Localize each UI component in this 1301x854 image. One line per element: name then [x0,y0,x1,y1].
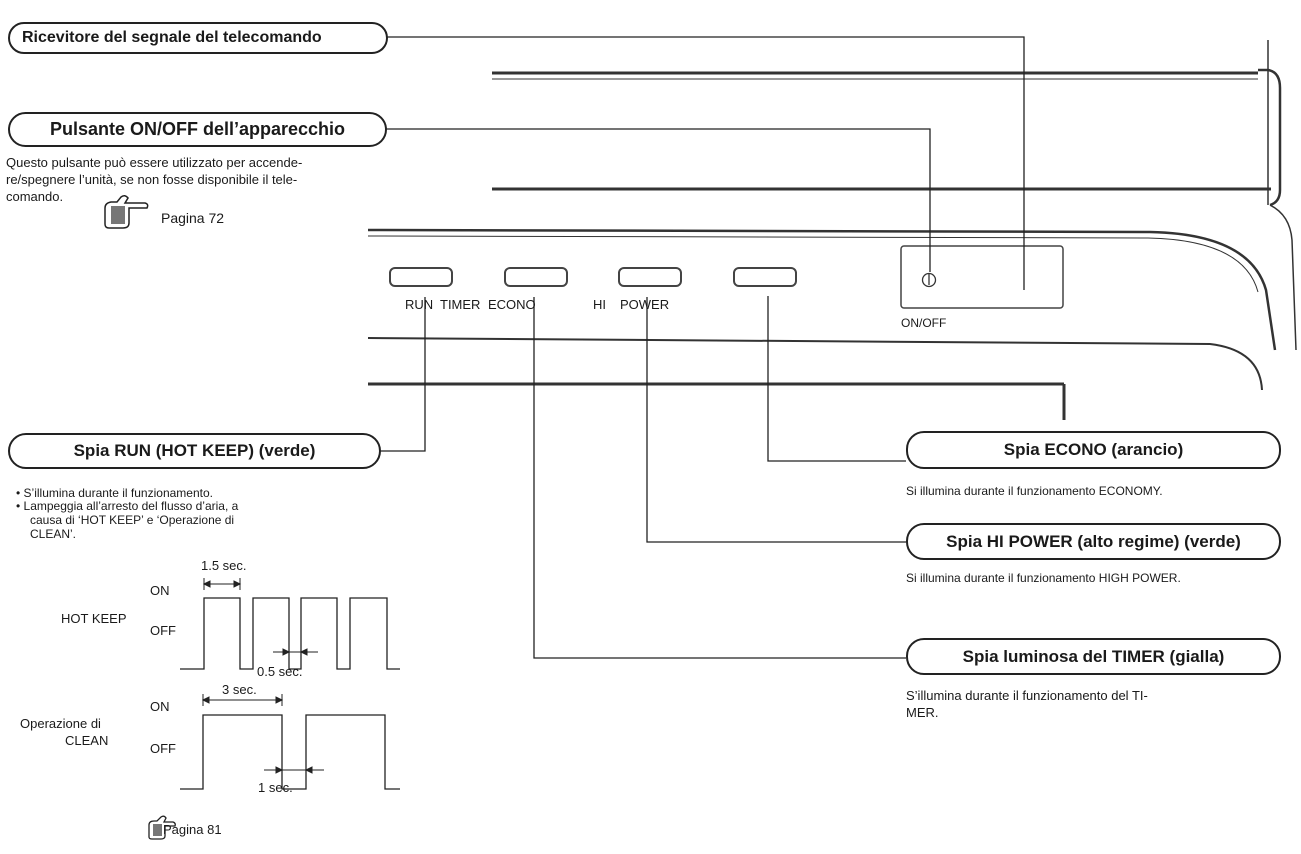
hipower-indicator [618,267,682,287]
econo-indicator [504,267,568,287]
timer-desc-line1: S’illumina durante il funzionamento del … [906,688,1148,703]
onoff-page-ref: Pagina 72 [161,210,225,226]
onoff-desc-line3: comando. [6,189,64,204]
run-timer-indicator [389,267,453,287]
onoff-desc-line1: Questo pulsante può essere utilizzato pe… [6,155,303,170]
econo-lamp-indicator [733,267,797,287]
unit-body-outline [367,40,1297,420]
leader-run [380,297,426,452]
run-desc-line2: • Lampeggia all’arresto del flusso d’ari… [16,499,239,513]
onoff-label: ON/OFF [901,316,947,330]
leader-hipower [646,297,906,543]
clean-off-period: 1 sec. [258,780,293,795]
hipower-desc: Si illumina durante il funzionamento HIG… [906,571,1181,585]
power-symbol-icon [921,272,937,288]
clean-on-period: 3 sec. [222,682,257,697]
panel-label-hi: HI [593,297,606,312]
clean-dimension [201,694,324,777]
hot-keep-name: HOT KEEP [61,611,127,626]
run-desc-line3: causa di ‘HOT KEEP’ e ‘Operazione di [30,513,235,527]
leader-receiver [387,36,1025,290]
hot-keep-off-label: OFF [150,623,176,638]
clean-name-line2: CLEAN [65,733,109,748]
clean-waveform [180,714,400,790]
onoff-desc-line2: re/spegnere l’unità, se non fosse dispon… [6,172,298,187]
panel-label-power: POWER [620,297,670,312]
pointing-hand-icon-run [148,815,176,840]
onoff-panel [900,245,1064,309]
clean-on-label: ON [150,699,170,714]
callout-receiver: Ricevitore del segnale del telecomando [8,22,388,54]
leader-timer [533,297,906,659]
panel-label-econo: ECONO [488,297,536,312]
run-page-ref: Pagina 81 [163,822,222,837]
callout-run-lamp: Spia RUN (HOT KEEP) (verde) [8,433,381,469]
callout-onoff-button: Pulsante ON/OFF dell’apparecchio [8,112,387,147]
timer-desc-line2: MER. [906,705,939,720]
panel-label-run: RUN [405,297,434,312]
clean-name-line1: Operazione di [20,716,101,731]
panel-label-timer: TIMER [440,297,481,312]
run-desc-line4: CLEAN’. [30,527,77,541]
leader-lines [380,36,1025,659]
econo-desc: Si illumina durante il funzionamento ECO… [906,484,1163,498]
leader-onoff [386,128,931,272]
hot-keep-off-period: 0.5 sec. [257,664,303,679]
hot-keep-on-label: ON [150,583,170,598]
hot-keep-waveform [180,597,400,670]
leader-econo [767,296,906,462]
hot-keep-dimension [202,578,318,660]
callout-hipower-lamp: Spia HI POWER (alto regime) (verde) [906,523,1281,560]
hot-keep-on-period: 1.5 sec. [201,558,247,573]
clean-off-label: OFF [150,741,176,756]
callout-econo-lamp: Spia ECONO (arancio) [906,431,1281,469]
run-desc-line1: • S’illumina durante il funzionamento. [16,486,213,500]
callout-timer-lamp: Spia luminosa del TIMER (gialla) [906,638,1281,675]
pointing-hand-icon [104,194,149,229]
